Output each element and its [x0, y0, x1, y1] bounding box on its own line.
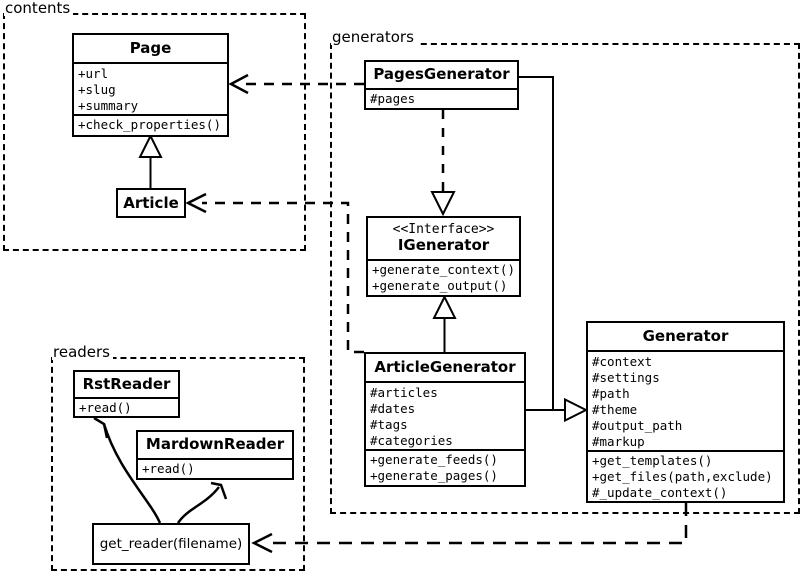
class-rstreader-title: RstReader: [75, 372, 178, 397]
class-mardownreader[interactable]: MardownReader +read(): [136, 430, 294, 480]
package-readers-label: readers: [52, 345, 113, 360]
class-page-separator-2: [74, 114, 227, 117]
package-contents-label: contents: [4, 1, 74, 16]
class-articlegenerator-attributes: #articles #dates #tags #categories: [366, 383, 524, 449]
class-generator-attribute: #path: [592, 386, 630, 402]
function-get-reader[interactable]: get_reader(filename): [92, 523, 250, 565]
class-page-title: Page: [74, 35, 227, 62]
class-article[interactable]: Article: [116, 188, 186, 218]
class-articlegenerator-name: ArticleGenerator: [374, 358, 516, 377]
class-generator-method: +get_templates(): [592, 453, 713, 469]
class-igenerator-stereotype: <<Interface>>: [392, 222, 495, 238]
class-page-separator-1: [74, 62, 227, 65]
class-rstreader-separator-1: [75, 396, 178, 399]
class-generator-attribute: #settings: [592, 370, 660, 386]
class-page-attribute: +url: [78, 66, 109, 82]
class-pagesgenerator-attribute: #pages: [370, 90, 416, 106]
class-mardownreader-name: MardownReader: [145, 435, 285, 454]
class-generator-method: +get_files(path,exclude): [592, 469, 773, 485]
package-generators-label: generators: [331, 30, 417, 45]
class-generator-attribute: #output_path: [592, 418, 683, 434]
class-pagesgenerator-attributes: #pages: [366, 90, 517, 108]
class-igenerator-method: +generate_context(): [372, 261, 515, 277]
class-generator-attribute: #theme: [592, 402, 638, 418]
class-articlegenerator-separator-1: [366, 381, 524, 384]
class-mardownreader-title: MardownReader: [138, 432, 292, 458]
class-pagesgenerator-name: PagesGenerator: [373, 65, 510, 84]
class-articlegenerator-separator-2: [366, 449, 524, 452]
class-page-attributes: +url +slug +summary: [74, 64, 227, 114]
class-rstreader[interactable]: RstReader +read(): [73, 370, 180, 418]
class-igenerator-title: <<Interface>> IGenerator: [368, 218, 519, 259]
class-generator-attribute: #context: [592, 354, 653, 370]
class-generator[interactable]: Generator #context #settings #path #them…: [586, 321, 785, 503]
class-mardownreader-method: +read(): [142, 460, 195, 476]
class-generator-name: Generator: [642, 327, 729, 346]
class-article-name: Article: [123, 193, 179, 212]
class-igenerator-methods: +generate_context() +generate_output(): [368, 261, 519, 295]
class-page-name: Page: [129, 39, 172, 58]
class-generator-attributes: #context #settings #path #theme #output_…: [588, 352, 783, 450]
class-igenerator-method: +generate_output(): [372, 277, 508, 293]
class-mardownreader-methods: +read(): [138, 460, 292, 478]
class-page-attribute: +summary: [78, 98, 139, 114]
class-page-methods: +check_properties(): [74, 116, 227, 135]
class-mardownreader-separator-1: [138, 457, 292, 460]
class-generator-attribute: #markup: [592, 434, 645, 450]
class-articlegenerator-methods: +generate_feeds() +generate_pages(): [366, 451, 524, 485]
class-rstreader-name: RstReader: [82, 374, 171, 393]
class-pagesgenerator[interactable]: PagesGenerator #pages: [364, 60, 519, 110]
class-article-title: Article: [118, 190, 184, 216]
package-readers: [51, 357, 305, 571]
class-generator-methods: +get_templates() +get_files(path,exclude…: [588, 452, 783, 501]
class-igenerator-separator-1: [368, 258, 519, 261]
class-articlegenerator-method: +generate_pages(): [370, 468, 498, 484]
class-igenerator[interactable]: <<Interface>> IGenerator +generate_conte…: [366, 216, 521, 297]
class-page-method: +check_properties(): [78, 117, 221, 133]
class-articlegenerator-attribute: #tags: [370, 417, 408, 433]
class-articlegenerator-method: +generate_feeds(): [370, 452, 498, 468]
class-articlegenerator[interactable]: ArticleGenerator #articles #dates #tags …: [364, 352, 526, 487]
class-articlegenerator-attribute: #articles: [370, 385, 438, 401]
class-articlegenerator-attribute: #categories: [370, 433, 453, 449]
function-get-reader-label: get_reader(filename): [99, 536, 243, 552]
class-pagesgenerator-title: PagesGenerator: [366, 62, 517, 88]
class-generator-separator-1: [588, 350, 783, 353]
class-igenerator-name: IGenerator: [397, 236, 490, 255]
class-rstreader-method: +read(): [79, 399, 132, 415]
class-rstreader-methods: +read(): [75, 399, 178, 416]
class-articlegenerator-title: ArticleGenerator: [366, 354, 524, 381]
class-pagesgenerator-separator-1: [366, 87, 517, 90]
class-generator-method: #_update_context(): [592, 485, 728, 501]
package-contents: [3, 13, 306, 251]
class-generator-separator-2: [588, 450, 783, 453]
class-page-attribute: +slug: [78, 82, 116, 98]
class-generator-title: Generator: [588, 323, 783, 350]
class-page[interactable]: Page +url +slug +summary +check_properti…: [72, 33, 229, 137]
class-articlegenerator-attribute: #dates: [370, 401, 416, 417]
